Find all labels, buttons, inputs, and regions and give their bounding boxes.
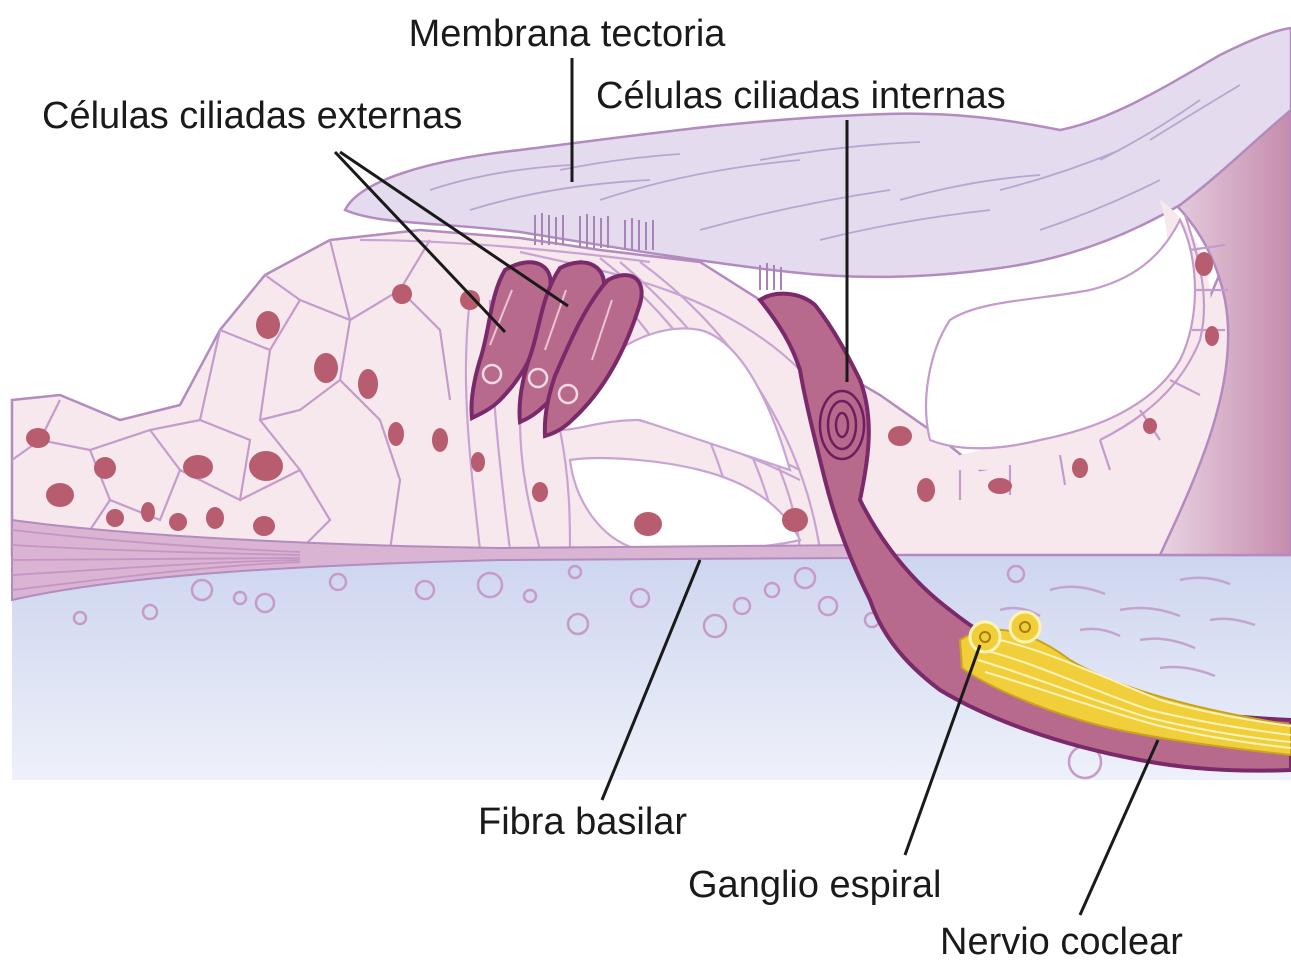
label-celulas-internas: Células ciliadas internas — [596, 75, 1006, 117]
label-nervio-coclear: Nervio coclear — [940, 921, 1183, 962]
label-ganglio-espiral: Ganglio espiral — [688, 864, 941, 906]
label-membrana-tectoria: Membrana tectoria — [409, 13, 727, 55]
label-celulas-externas: Células ciliadas externas — [42, 95, 462, 137]
label-fibra-basilar: Fibra basilar — [478, 801, 687, 843]
